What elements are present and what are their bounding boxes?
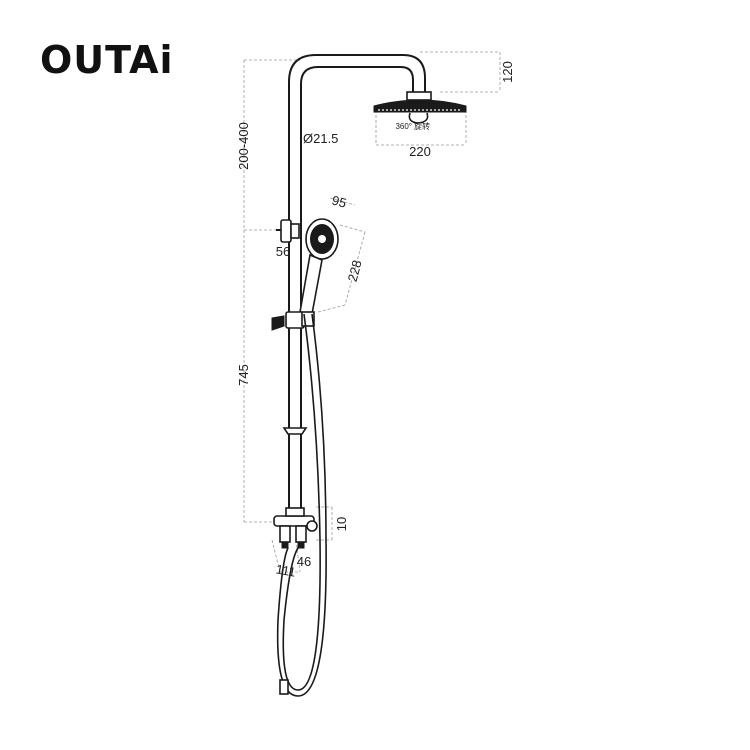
dim-head-diameter: 220 (409, 144, 431, 159)
dim-bar-length: 745 (236, 364, 251, 386)
dimension-labels: 120 220 360° 旋转 200-400 Ø21.5 95 228 56 … (236, 61, 515, 580)
dim-valve-depth: 46 (297, 554, 311, 569)
shower-hose (276, 313, 327, 697)
dim-rotation: 360° (395, 122, 412, 131)
dim-pipe-diameter: Ø21.5 (303, 131, 338, 146)
pipe-clamp (282, 427, 308, 435)
dim-arm-height: 200-400 (236, 122, 251, 170)
dim-holder-offset: 56 (276, 244, 290, 259)
dim-rotation-note: 旋转 (414, 121, 430, 131)
dim-handheld-length: 228 (345, 258, 365, 283)
wall-bracket (276, 219, 300, 243)
diverter-valve (273, 507, 318, 549)
dim-handheld-width: 95 (330, 193, 348, 211)
dim-valve-height: 10 (334, 517, 349, 531)
brand-logo: OUTAi (40, 38, 174, 82)
riser-pipe (288, 54, 426, 515)
dim-head-height: 120 (500, 61, 515, 83)
overhead-shower-head (373, 91, 467, 124)
handheld-shower (299, 218, 339, 315)
slide-holder (271, 311, 315, 331)
extension-lines (243, 51, 501, 573)
dim-inlet-spacing: 111 (275, 561, 297, 579)
